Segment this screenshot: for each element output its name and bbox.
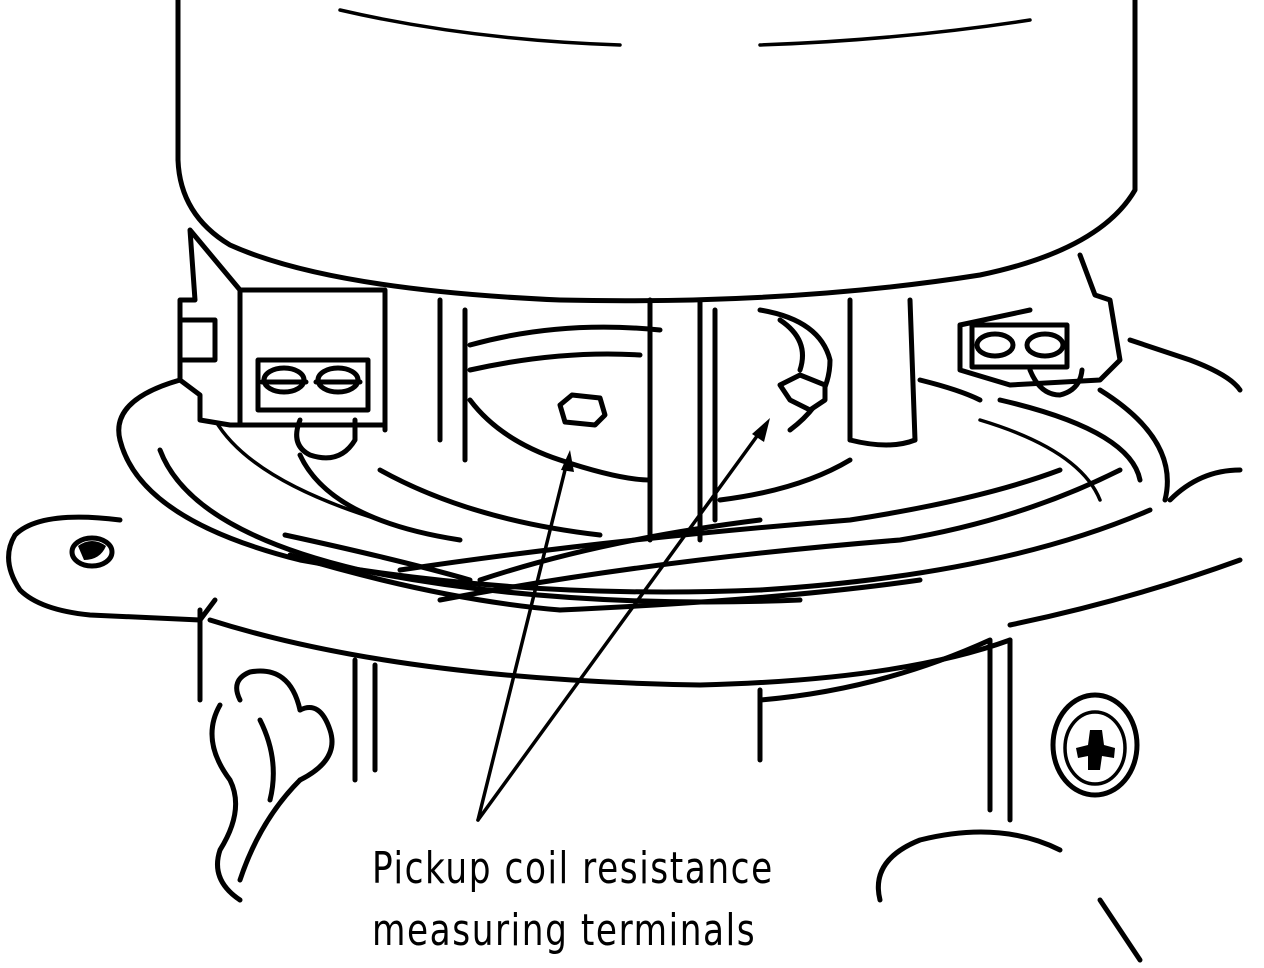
distributor-cap [175, 0, 1138, 304]
callout-label: Pickup coil resistance measuring termina… [372, 838, 774, 962]
lower-housing [197, 557, 1243, 963]
leader-arrows [476, 418, 770, 822]
terminal-center [557, 392, 608, 428]
arrow-head-center [561, 450, 574, 472]
arrow-head-right [752, 418, 770, 442]
callout-line-1: Pickup coil resistance [372, 843, 774, 894]
housing-flange [116, 377, 1170, 605]
screw [1050, 692, 1140, 798]
housing-rib-right [1127, 337, 1243, 503]
terminal-right [777, 372, 828, 413]
hand [209, 668, 335, 903]
mounting-ear [6, 514, 218, 623]
pickup-coil-assembly [282, 292, 1123, 613]
callout-line-2: measuring terminals [372, 905, 757, 956]
connector-left [177, 227, 388, 461]
connector-right [957, 252, 1123, 398]
